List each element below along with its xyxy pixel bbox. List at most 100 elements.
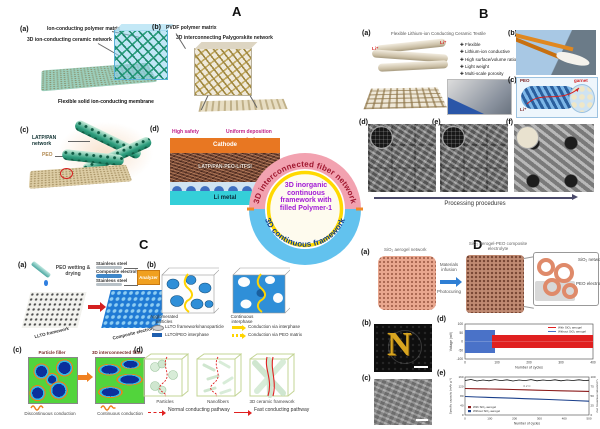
panel-b-c-tag: (c)	[508, 77, 517, 84]
panel-a-d-tag: (d)	[150, 126, 159, 133]
processing-arrowhead	[572, 194, 578, 200]
panel-d-a-tag: (a)	[361, 249, 370, 256]
bullet-icon: ✚	[460, 64, 464, 70]
agglomerated-label: Agglomerated particles	[149, 314, 179, 325]
yellow-arrow-icon	[232, 326, 242, 329]
section-c-label: C	[139, 237, 149, 252]
sem-inset-photo	[516, 126, 539, 149]
wavy-arrow-icon	[30, 405, 44, 411]
panel-c-a-tag: (a)	[18, 262, 27, 269]
interconnected-filler-title: 3D interconnected filler	[92, 350, 143, 355]
callout-peo: PEO	[42, 152, 53, 158]
electrolyte-bar	[96, 274, 122, 278]
ytick-right: 25	[591, 404, 595, 408]
legend-text: LLTO framework/nanoparticle	[165, 324, 224, 329]
panel-c-d-tag: (d)	[134, 347, 143, 354]
llto-particle-icon	[152, 325, 164, 331]
analyzer-box: Analyzer	[137, 270, 160, 285]
ytick: 50	[459, 331, 463, 335]
yellow-dashed-arrowhead-icon	[242, 332, 246, 339]
peo-sheet	[28, 164, 133, 189]
particle-filler-title: Particle filler	[38, 350, 66, 355]
conducting-path	[210, 356, 219, 397]
conducting-path	[159, 356, 168, 397]
ytick-right: 0	[591, 413, 593, 417]
braided-fiber	[521, 86, 577, 109]
ytick-right: 75	[591, 385, 595, 389]
bullet-text: Light weight	[465, 64, 490, 70]
peo-electrolyte-label: PEO electrolyte	[576, 281, 600, 286]
highlight-circle	[60, 168, 73, 179]
fiber-schematic	[516, 77, 598, 118]
flexible-sample-photo: N	[374, 324, 432, 372]
xtick: 100	[494, 361, 500, 365]
bullet-icon: ✚	[460, 49, 464, 55]
ring-yellow-core	[266, 170, 344, 248]
normal-pathway-label: Normal conducting pathway	[168, 407, 230, 413]
xtick: 300	[537, 417, 542, 421]
red-arrow	[88, 305, 100, 309]
panel-a-a-caption: Flexible solid ion-conducting membrane	[58, 99, 154, 105]
cube-top-face	[114, 24, 174, 31]
analyzer-label: Analyzer	[139, 274, 158, 280]
leader-line	[68, 141, 90, 142]
composite-title: SiO₂ aerogel-PEO composite electrolyte	[468, 241, 528, 252]
note-uniform-deposition: Uniform deposition	[226, 129, 272, 135]
textile-title: Flexible Lithium-ion Conducting Ceramic …	[391, 31, 486, 36]
ytick: 160	[458, 375, 463, 379]
sem-inset-photo	[370, 126, 393, 149]
center-ring-diagram: 3D interconnected fiber network 3D conti…	[247, 153, 363, 265]
ytick: 120	[458, 385, 463, 389]
wire	[124, 268, 138, 269]
steel-bar	[96, 283, 122, 287]
li-label: Li⁺	[520, 107, 527, 112]
sio2-network-label: SiO₂ network	[578, 257, 600, 262]
legend-entry: With SiO₂ aerogel	[473, 405, 496, 409]
note-high-safety: High safety	[172, 129, 199, 135]
llto-interphase-icon	[152, 333, 162, 337]
membrane-sample	[555, 50, 591, 68]
red-solid-arrow-icon	[234, 412, 248, 413]
sem-image-f	[514, 124, 594, 192]
sem-surface-photo	[374, 379, 432, 425]
ceramic-fiber	[377, 60, 449, 72]
panel-b-a-tag: (a)	[362, 30, 371, 37]
electrolyte-label: LATP/PAN-PEO-LiTFSI	[198, 163, 252, 170]
analyzer-stack: Stainless steel Composite electrolyte St…	[96, 261, 143, 287]
legend-text: LLTO/PEO interphase	[165, 332, 209, 337]
cycling-plot: 0.2 C 160 120 80 40 0 100 75 50 25 0 0 1…	[449, 375, 599, 425]
panel-d-e-tag: (e)	[437, 370, 446, 377]
peo-label: PEO	[520, 78, 530, 83]
panel-b-d-tag: (d)	[359, 119, 368, 126]
scale-bar	[414, 366, 428, 368]
rate-annotation: 0.2 C	[523, 384, 531, 388]
processing-arrow	[374, 197, 574, 199]
ytick: -50	[458, 348, 463, 352]
li-path-arrow	[526, 87, 580, 105]
ytick: 40	[460, 404, 464, 408]
blue-arrow	[440, 280, 456, 284]
without-aerogel-trace	[464, 395, 590, 402]
textile-bullets: ✚ Flexible ✚ Lithium-ion conductive ✚ Hi…	[460, 42, 516, 77]
fast-path	[265, 356, 271, 397]
panel-b-e-tag: (e)	[432, 119, 441, 126]
panel-a-b-tag: (b)	[152, 24, 161, 31]
ring-core-text: 3D inorganic continuous framework with f…	[279, 182, 333, 213]
processing-caption: Processing procedures	[444, 201, 506, 207]
stack-label: Stainless steel	[96, 261, 128, 266]
coulombic-efficiency-trace	[464, 379, 590, 382]
li-deposits	[170, 182, 280, 191]
yellow-dashed-arrow-icon	[232, 334, 242, 337]
sem-inset-photo	[442, 126, 465, 149]
cathode-layer: Cathode	[170, 138, 280, 153]
dropper-icon	[30, 260, 52, 279]
water-drop-icon	[44, 280, 48, 286]
xlabel: Number of cycles	[515, 366, 543, 370]
legend-text: Conduction via PEO matrix	[248, 332, 303, 337]
ylabel-right: Coulombic efficiency (%)	[596, 380, 599, 413]
aerogel-title: SiO₂ aerogel network	[384, 247, 427, 252]
sem-image-d	[368, 124, 436, 192]
woven-lattice-illustration	[363, 87, 448, 110]
callout-latp-pan-network: LATP/PAN network	[32, 135, 57, 147]
xtick: 300	[558, 361, 564, 365]
